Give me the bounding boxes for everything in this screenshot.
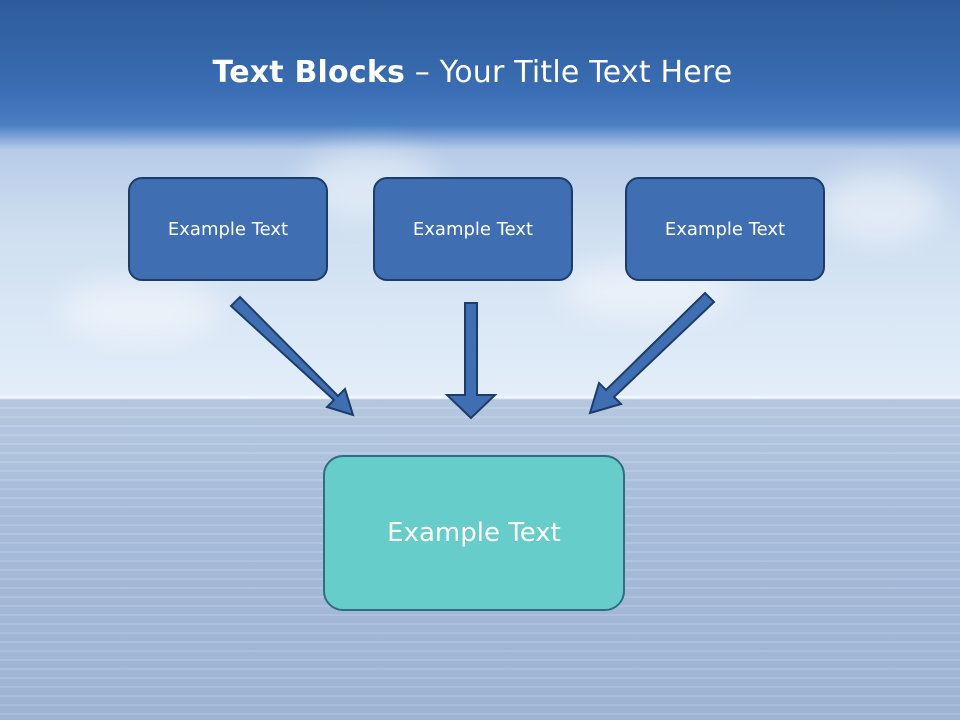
slide-title: Text Blocks – Your Title Text Here [0, 55, 945, 90]
arrow-left-icon [229, 295, 355, 417]
title-rest-part: – Your Title Text Here [405, 55, 733, 90]
text-block-left-label: Example Text [167, 218, 289, 240]
cloud [820, 170, 940, 240]
arrow-center-icon [444, 302, 498, 420]
cloud [60, 280, 220, 340]
text-block-left[interactable]: Example Text [128, 177, 328, 281]
text-block-center[interactable]: Example Text [373, 177, 573, 281]
arrow-right-icon [588, 291, 716, 415]
text-block-center-label: Example Text [412, 218, 534, 240]
text-block-right[interactable]: Example Text [625, 177, 825, 281]
title-bold-part: Text Blocks [212, 55, 406, 90]
text-block-right-label: Example Text [664, 218, 786, 240]
target-block[interactable]: Example Text [323, 455, 625, 611]
target-block-label: Example Text [387, 518, 561, 548]
